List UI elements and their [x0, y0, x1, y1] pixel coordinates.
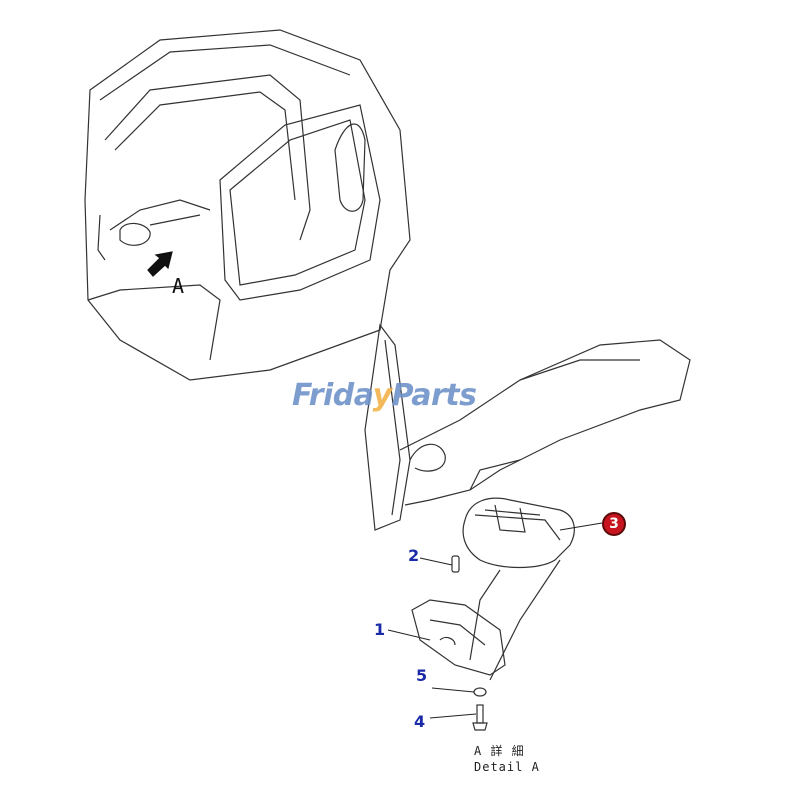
callout-5[interactable]: 5 [416, 666, 428, 685]
bolt-part [472, 704, 488, 731]
callout-2[interactable]: 2 [408, 546, 420, 565]
watermark-logo: FridayParts [292, 378, 477, 413]
bracket-part [411, 599, 506, 676]
view-arrow-label: A [172, 274, 185, 298]
washer-part [473, 687, 487, 697]
callout-4[interactable]: 4 [414, 712, 426, 731]
view-arrow [147, 251, 173, 277]
console-assembly [364, 323, 691, 681]
callout-1[interactable]: 1 [374, 620, 386, 639]
detail-caption-english: Detail A [474, 760, 540, 774]
pin-part [451, 555, 460, 573]
cab-outline [84, 29, 411, 381]
callout-3-highlighted[interactable]: 3 [602, 512, 626, 536]
detail-caption-japanese: A 詳 細 [474, 744, 525, 758]
